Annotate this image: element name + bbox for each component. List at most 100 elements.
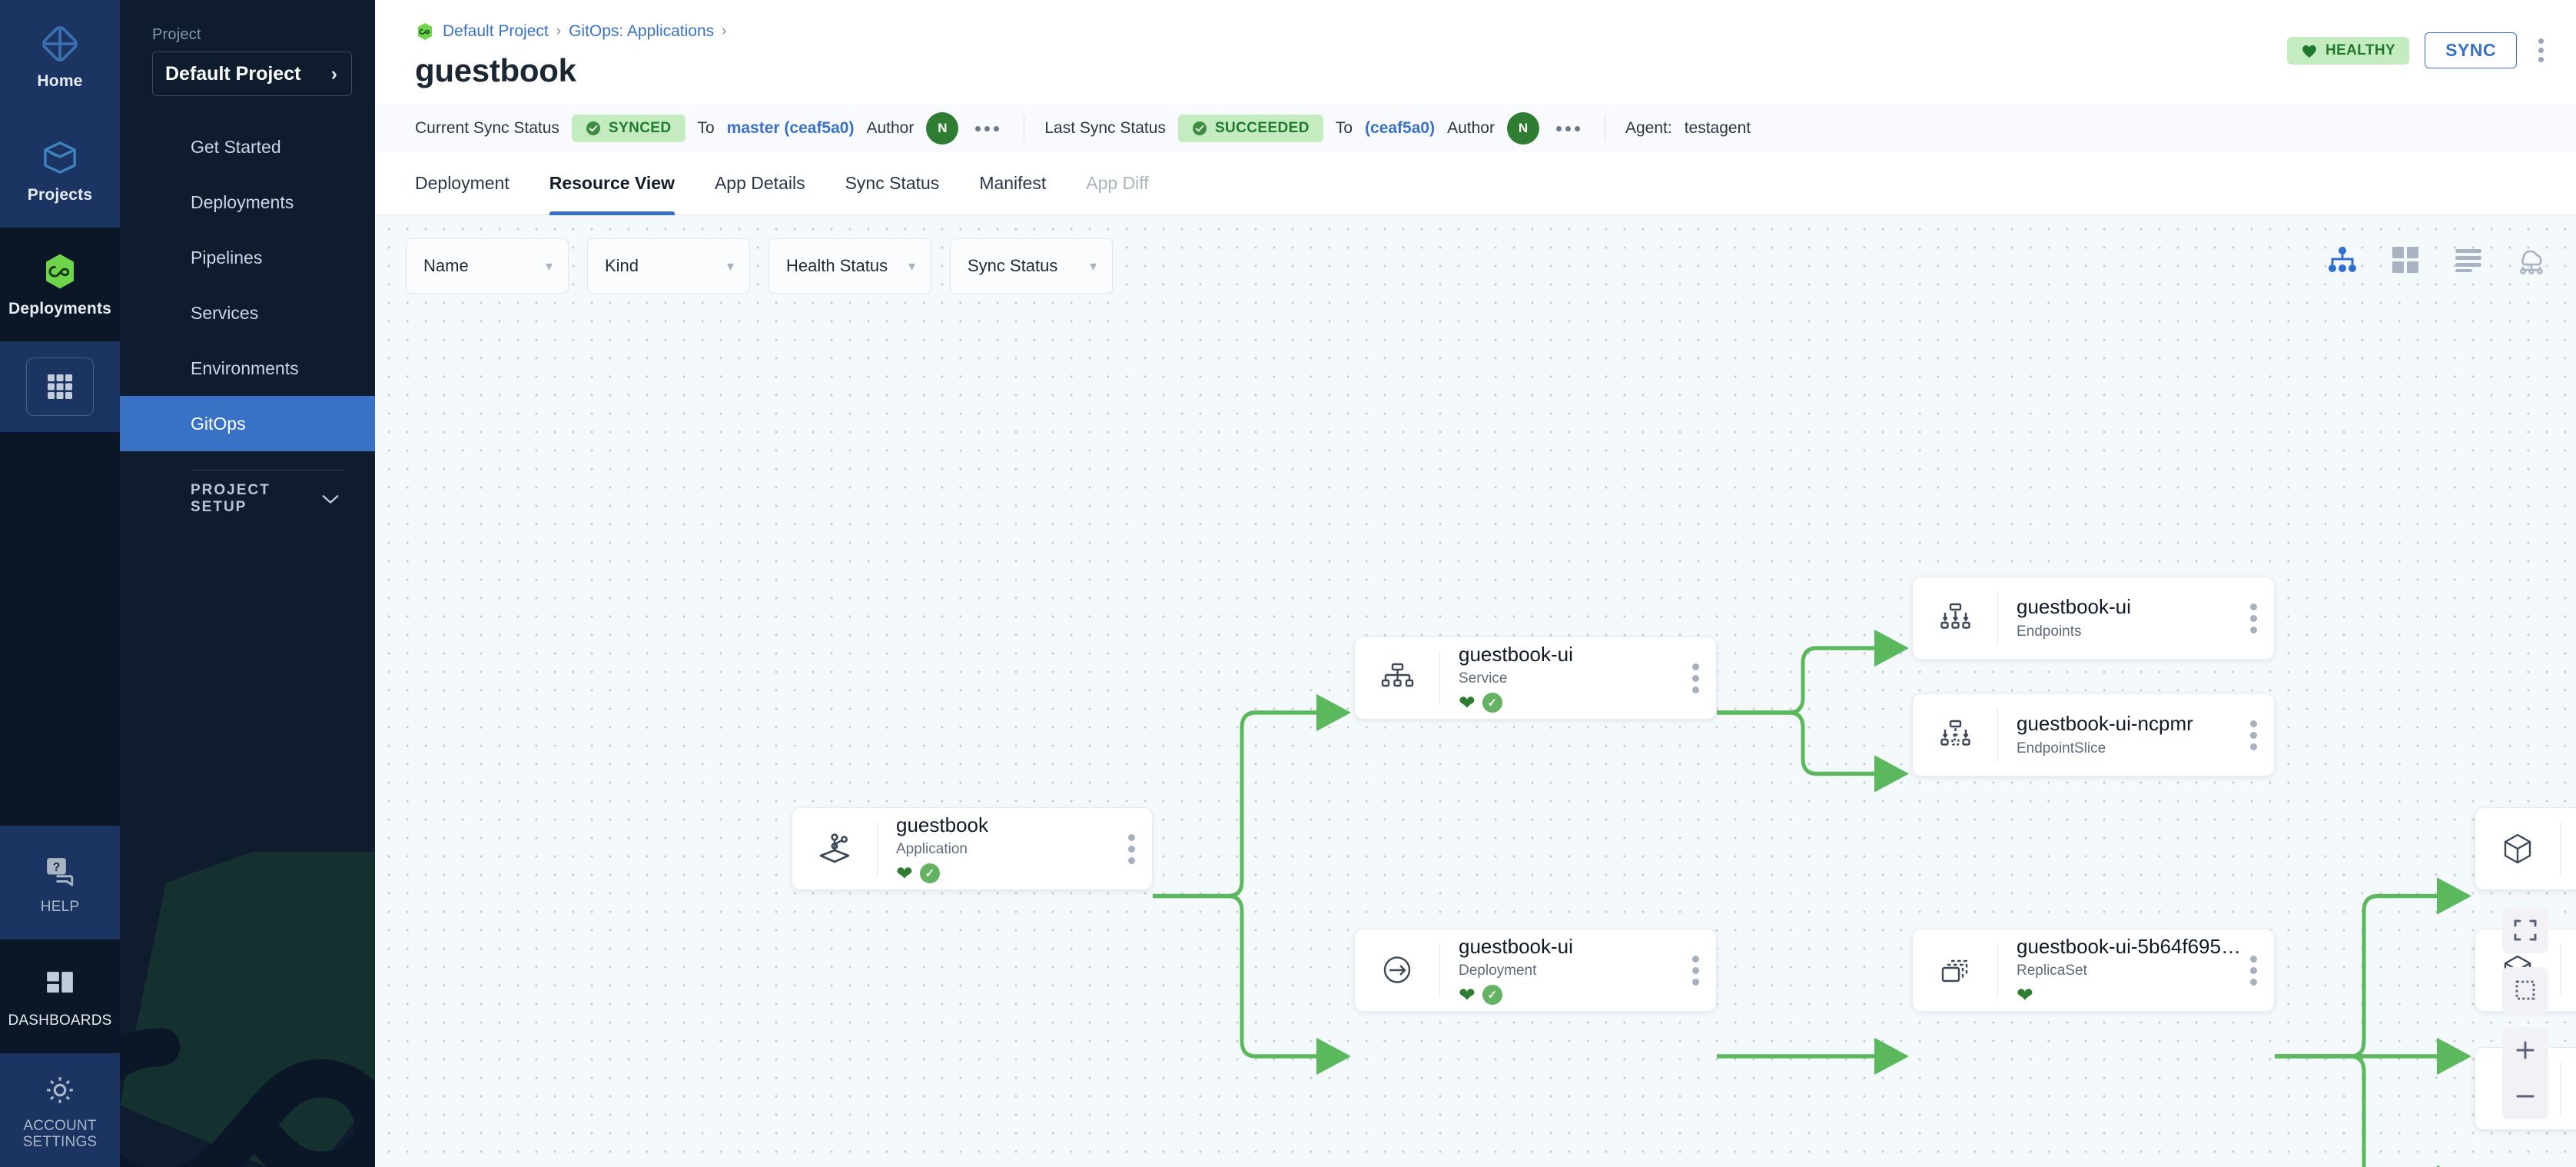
sync-check-icon: ✓ <box>1482 693 1502 713</box>
avatar: N <box>926 112 959 145</box>
endpoints-icon <box>1913 597 1997 639</box>
graph-node-endpointslice[interactable]: guestbook-ui-ncpmr EndpointSlice <box>1912 693 2275 776</box>
health-heart-icon: ❤ <box>1459 691 1476 715</box>
tab-deployment[interactable]: Deployment <box>415 173 510 193</box>
node-body: guestbook-ui Endpoints <box>1998 596 2242 640</box>
sidebar-label: Services <box>191 302 259 323</box>
sidebar-item-services[interactable]: Services <box>120 285 375 341</box>
current-sync-more-icon[interactable] <box>971 121 1004 136</box>
chevron-down-icon: ▾ <box>726 258 734 274</box>
list-view-icon[interactable] <box>2452 243 2485 277</box>
view-mode-toggle <box>2325 243 2548 277</box>
home-diamond-icon <box>42 26 78 62</box>
sync-button[interactable]: SYNC <box>2425 32 2517 68</box>
chevron-down-icon <box>322 495 339 504</box>
node-body: guestbook-ui-5b64f6959… Pod ❤ <box>2561 814 2576 884</box>
sidebar-item-environments[interactable]: Environments <box>120 341 375 396</box>
resource-graph: guestbook Application ❤ ✓ <box>375 215 2576 1167</box>
sidebar-item-get-started[interactable]: Get Started <box>120 119 375 175</box>
sidebar-item-deployments[interactable]: Deployments <box>120 175 375 230</box>
chevron-down-icon: ▾ <box>545 258 553 274</box>
node-kind: Deployment <box>1459 963 1537 979</box>
node-more-menu-icon[interactable] <box>2242 603 2274 633</box>
node-body: guestbook-ui-ncpmr EndpointSlice <box>1998 713 2242 757</box>
chevron-down-icon: ▾ <box>1089 258 1097 274</box>
page-header-actions: HEALTHY SYNC <box>2286 32 2550 68</box>
select-box-icon[interactable] <box>2502 967 2548 1013</box>
network-view-icon[interactable] <box>2515 243 2548 277</box>
node-more-menu-icon[interactable] <box>1120 833 1152 864</box>
zoom-in-out-group <box>2502 1027 2548 1119</box>
current-sync-revision-link[interactable]: master (ceaf5a0) <box>726 119 855 137</box>
node-more-menu-icon[interactable] <box>1685 955 1716 986</box>
last-sync-revision-link[interactable]: (ceaf5a0) <box>1365 119 1436 137</box>
tab-sync-status[interactable]: Sync Status <box>845 173 940 193</box>
filter-name-label: Name <box>423 256 469 275</box>
last-sync-status-group: Last Sync Status SUCCEEDED To (ceaf5a0) … <box>1044 112 1585 145</box>
node-body: guestbook-ui-5b64f6959… Pod ❤ <box>2561 1054 2576 1124</box>
sync-status-bar: Current Sync Status SYNCED To master (ce… <box>375 105 2576 152</box>
apps-launcher-button[interactable] <box>26 357 94 416</box>
current-sync-status-badge: SYNCED <box>571 115 685 142</box>
graph-node-pod-1[interactable]: guestbook-ui-5b64f6959… Pod ❤ <box>2475 807 2576 890</box>
sidebar-item-pipelines[interactable]: Pipelines <box>120 230 375 285</box>
rail-item-deployments[interactable]: Deployments <box>0 228 120 341</box>
agent-value: testagent <box>1684 119 1751 137</box>
graph-node-deployment[interactable]: guestbook-ui Deployment ❤ ✓ <box>1354 929 1717 1012</box>
filter-kind[interactable]: Kind ▾ <box>587 238 750 294</box>
rail-label-account-settings: ACCOUNT SETTINGS <box>22 1118 98 1150</box>
node-name: guestbook-ui <box>2017 596 2131 619</box>
apps-launcher[interactable] <box>0 341 120 432</box>
breadcrumb-link-gitops-applications[interactable]: GitOps: Applications <box>569 22 715 40</box>
rail-label-home: Home <box>37 72 83 91</box>
fit-screen-icon[interactable] <box>2502 907 2548 953</box>
last-sync-status-label: Last Sync Status <box>1044 119 1166 137</box>
brand-watermark-icon <box>120 852 375 1167</box>
node-divider <box>1439 651 1440 705</box>
filter-sync-status[interactable]: Sync Status ▾ <box>950 238 1113 294</box>
graph-node-service[interactable]: guestbook-ui Service ❤ ✓ <box>1354 637 1717 720</box>
node-name: guestbook-ui <box>1459 643 1573 666</box>
main-content: Default Project › GitOps: Applications ›… <box>375 0 2576 1167</box>
page-more-menu-icon[interactable] <box>2532 34 2550 67</box>
tab-manifest[interactable]: Manifest <box>979 173 1047 193</box>
node-kind: ReplicaSet <box>2017 963 2087 979</box>
rail-item-home[interactable]: Home <box>0 0 120 114</box>
rail-item-help[interactable]: ? HELP <box>0 826 120 939</box>
sidebar-item-gitops[interactable]: GitOps <box>120 396 375 451</box>
project-sidebar: Project Default Project › Get Started De… <box>120 0 375 1167</box>
graph-node-endpoints[interactable]: guestbook-ui Endpoints <box>1912 577 2275 660</box>
project-selector[interactable]: Default Project › <box>152 52 352 96</box>
rail-item-projects[interactable]: Projects <box>0 114 120 228</box>
node-more-menu-icon[interactable] <box>1685 663 1716 693</box>
node-body: guestbook Application ❤ ✓ <box>878 814 1120 884</box>
gear-icon <box>47 1077 73 1103</box>
node-badges: ❤ <box>2017 985 2242 1005</box>
tree-view-icon[interactable] <box>2325 243 2359 277</box>
current-sync-status-label: Current Sync Status <box>415 119 559 137</box>
tab-resource-view[interactable]: Resource View <box>549 152 676 215</box>
node-kind: Endpoints <box>2017 623 2082 640</box>
sync-check-icon: ✓ <box>919 863 940 884</box>
tab-app-details[interactable]: App Details <box>714 173 805 193</box>
sidebar-project-setup[interactable]: PROJECT SETUP <box>120 470 375 527</box>
grid-view-icon[interactable] <box>2388 243 2422 277</box>
chevron-right-icon: › <box>330 62 337 85</box>
filter-name[interactable]: Name ▾ <box>406 238 569 294</box>
resource-graph-canvas[interactable]: Name ▾ Kind ▾ Health Status ▾ Sync Statu… <box>375 215 2576 1167</box>
rail-item-dashboards[interactable]: DASHBOARDS <box>0 939 120 1053</box>
rail-item-account-settings[interactable]: ACCOUNT SETTINGS <box>0 1053 120 1167</box>
node-divider <box>877 822 878 876</box>
graph-node-application[interactable]: guestbook Application ❤ ✓ <box>792 807 1153 890</box>
zoom-out-icon[interactable] <box>2502 1073 2548 1119</box>
rail-label-help: HELP <box>40 898 80 915</box>
zoom-in-icon[interactable] <box>2502 1027 2548 1073</box>
filter-kind-label: Kind <box>605 256 639 275</box>
breadcrumb-link-default-project[interactable]: Default Project <box>443 22 549 40</box>
last-sync-more-icon[interactable] <box>1552 121 1585 136</box>
filter-health-status[interactable]: Health Status ▾ <box>768 238 931 294</box>
node-more-menu-icon[interactable] <box>2242 955 2274 986</box>
node-more-menu-icon[interactable] <box>2242 720 2274 750</box>
graph-node-replicaset[interactable]: guestbook-ui-5b64f69597 ReplicaSet ❤ <box>1912 929 2275 1012</box>
